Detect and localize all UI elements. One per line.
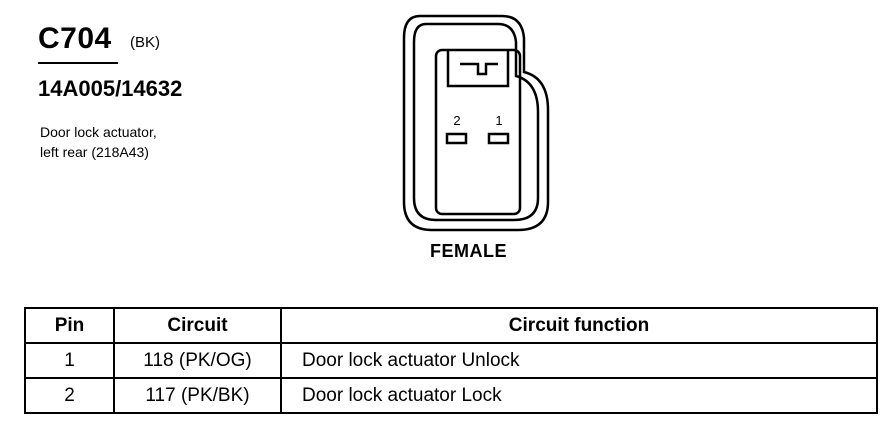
cell-circuit: 117 (PK/BK) xyxy=(113,377,282,414)
connector-inner-shell xyxy=(412,22,540,222)
pin-label-2: 2 xyxy=(453,113,460,128)
pin-cavity-1 xyxy=(487,132,510,145)
connector-id: C704 xyxy=(38,22,112,55)
locking-tab xyxy=(446,50,510,88)
header-circuit: Circuit xyxy=(113,307,282,344)
table-header-row: Pin Circuit Circuit function xyxy=(24,307,878,344)
connector-gender: FEMALE xyxy=(430,241,507,261)
header-circuit-function: Circuit function xyxy=(280,307,878,344)
pin-cavity-2 xyxy=(445,132,468,145)
cell-pin: 2 xyxy=(24,377,115,414)
cell-pin: 1 xyxy=(24,342,115,379)
pinout-table: Pin Circuit Circuit function 1 118 (PK/O… xyxy=(24,307,878,414)
part-numbers: 14A005/14632 xyxy=(38,76,183,101)
connector-outer-shell xyxy=(402,14,550,232)
cell-circuit: 118 (PK/OG) xyxy=(113,342,282,379)
table-row: 2 117 (PK/BK) Door lock actuator Lock xyxy=(24,377,878,414)
title-underline xyxy=(38,62,118,64)
description-line-1: Door lock actuator, xyxy=(40,124,157,140)
connector-face-diagram: 2 1 xyxy=(402,14,550,232)
connector-description: Door lock actuator, left rear (218A43) xyxy=(40,122,157,162)
pin-label-1: 1 xyxy=(495,113,502,128)
connector-pin-housing xyxy=(434,48,522,216)
connector-color: (BK) xyxy=(130,34,160,51)
description-line-2: left rear (218A43) xyxy=(40,144,149,160)
table-row: 1 118 (PK/OG) Door lock actuator Unlock xyxy=(24,342,878,379)
cell-function: Door lock actuator Lock xyxy=(280,377,878,414)
header-pin: Pin xyxy=(24,307,115,344)
cell-function: Door lock actuator Unlock xyxy=(280,342,878,379)
